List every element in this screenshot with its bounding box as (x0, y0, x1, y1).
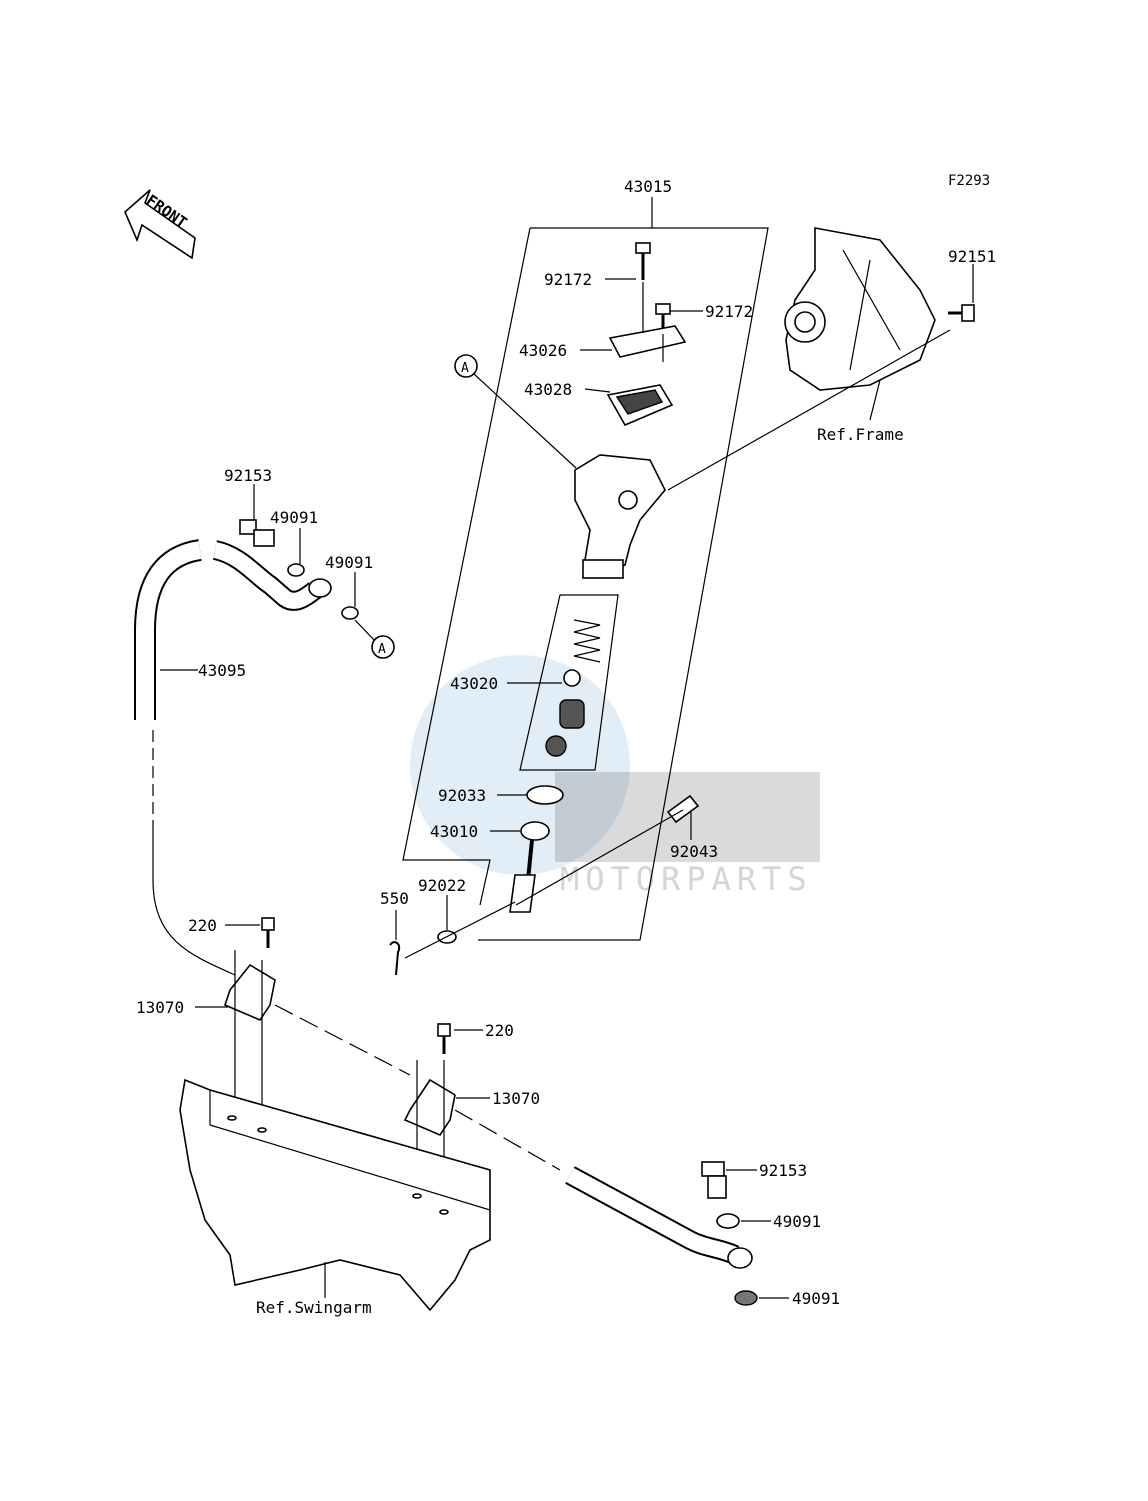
pin-92043 (666, 794, 700, 824)
washer-49091-top-2 (341, 606, 359, 620)
washer-49091-bottom-1 (716, 1213, 740, 1229)
frame-bracket (784, 227, 936, 421)
label-92022: 92022 (418, 876, 466, 895)
label-92153-top: 92153 (224, 466, 272, 485)
banjo-bolt-92153-bottom (701, 1161, 727, 1199)
label-49091-top-1: 49091 (270, 508, 318, 527)
push-rod-43010 (509, 821, 550, 913)
label-13070-upper: 13070 (136, 998, 184, 1017)
callout-a-top: A (454, 354, 577, 469)
label-550: 550 (380, 889, 409, 908)
label-ref-swingarm: Ref.Swingarm (256, 1298, 372, 1317)
piston-kit-43020 (519, 594, 619, 771)
watermark-sub: MOTORPARTS (560, 860, 813, 898)
diaphragm-43028 (606, 384, 674, 427)
banjo-bolt-92153-top (239, 519, 275, 547)
label-ref-frame: Ref.Frame (817, 425, 904, 444)
swingarm (179, 1078, 491, 1312)
label-43026: 43026 (519, 341, 567, 360)
cotter-pin-550 (389, 941, 401, 976)
brake-hose-43095 (134, 539, 332, 976)
label-49091-bottom-2: 49091 (792, 1289, 840, 1308)
label-92033: 92033 (438, 786, 486, 805)
washer-49091-top-1 (287, 563, 305, 577)
washer-49091-bottom-2 (734, 1290, 758, 1306)
label-43010: 43010 (430, 822, 478, 841)
bolt-92172-top (635, 242, 651, 280)
diagram-code: F2293 (948, 173, 990, 189)
front-arrow-icon: FRONT (124, 189, 196, 260)
label-92151: 92151 (948, 247, 996, 266)
circlip-92033 (526, 785, 564, 805)
clamp-13070-upper (224, 917, 276, 1130)
bolt-92151 (948, 304, 975, 322)
label-92172-right: 92172 (705, 302, 753, 321)
label-43095: 43095 (198, 661, 246, 680)
label-13070-lower: 13070 (492, 1089, 540, 1108)
clamp-13070-lower (403, 1023, 456, 1210)
label-220-lower: 220 (485, 1021, 514, 1040)
label-92172-top: 92172 (544, 270, 592, 289)
label-49091-top-2: 49091 (325, 553, 373, 572)
label-92043: 92043 (670, 842, 718, 861)
label-220-upper: 220 (188, 916, 217, 935)
label-92153-bottom: 92153 (759, 1161, 807, 1180)
label-43015: 43015 (624, 177, 672, 196)
label-43028: 43028 (524, 380, 572, 399)
callout-a-top-letter: A (461, 361, 469, 376)
callout-a-bottom: A (354, 619, 395, 659)
label-49091-bottom-1: 49091 (773, 1212, 821, 1231)
part-labels: 43015 92172 92172 43026 43028 92151 Ref.… (136, 177, 996, 1317)
cap-43026 (608, 282, 687, 362)
master-cylinder-body (574, 454, 666, 579)
label-43020: 43020 (450, 674, 498, 693)
assembly-43015-bracket (402, 197, 769, 941)
callout-a-bottom-letter: A (378, 642, 386, 657)
brake-hose-lower (565, 1166, 753, 1269)
